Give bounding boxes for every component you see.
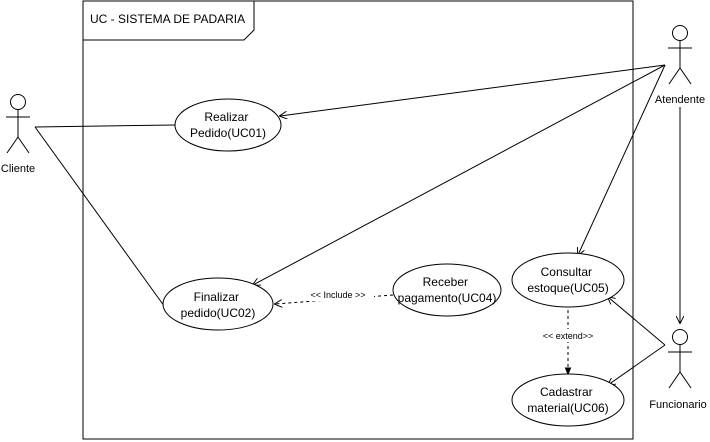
- extend-label-bg: [534, 329, 602, 342]
- uc04-line1: Receber: [423, 275, 468, 289]
- uc01-line1: Realizar: [204, 110, 248, 124]
- uc05-line2: estoque(UC05): [527, 281, 608, 295]
- use-case-uc02[interactable]: Finalizar pedido(UC02): [162, 277, 274, 331]
- actor-head-icon: [672, 329, 688, 345]
- uc01-line2: Pedido(UC01): [190, 126, 266, 140]
- assoc-cliente-uc02: [34, 126, 168, 311]
- system-boundary: UC - SISTEMA DE PADARIA: [82, 0, 634, 440]
- actor-atendente-label: Atendente: [655, 94, 705, 106]
- svg-text:Consultar estoque(UC05): Consultar estoque(UC05): [527, 265, 608, 295]
- use-case-uc04[interactable]: Receber pagamento(UC04): [392, 263, 502, 317]
- actor-funcionario-label: Funcionario: [649, 399, 706, 411]
- actor-cliente[interactable]: [6, 94, 30, 154]
- actor-head-icon: [672, 25, 688, 41]
- svg-text:Realizar Pedido(UC01): Realizar Pedido(UC01): [190, 110, 266, 140]
- system-title: UC - SISTEMA DE PADARIA: [90, 12, 245, 26]
- assoc-atendente-uc05: [578, 64, 666, 255]
- uc04-line2: pagamento(UC04): [398, 291, 497, 305]
- include-label-bg: [302, 288, 374, 301]
- actor-funcionario[interactable]: [668, 329, 692, 389]
- svg-text:Receber pagamento(UC04): Receber pagamento(UC04): [398, 275, 497, 305]
- actor-head-icon: [10, 94, 26, 110]
- extend-label: << extend>>: [543, 331, 594, 341]
- actor-cliente-label: Cliente: [1, 163, 35, 175]
- uc02-line1: Finalizar: [194, 290, 239, 304]
- connectors: [34, 64, 680, 385]
- svg-text:Finalizar pedido(UC02): Finalizar pedido(UC02): [181, 290, 256, 320]
- assoc-funcionario-uc06: [608, 344, 666, 385]
- actor-atendente[interactable]: [668, 25, 692, 85]
- assoc-funcionario-uc05: [608, 297, 666, 346]
- assoc-cliente-uc01: [34, 124, 176, 128]
- svg-text:Cadastrar material(UC06): Cadastrar material(UC06): [527, 385, 608, 415]
- assoc-atendente-uc02: [253, 64, 666, 285]
- uc06-line1: Cadastrar: [540, 385, 593, 399]
- uc05-line1: Consultar: [541, 265, 592, 279]
- include-label: << Include >>: [310, 290, 365, 300]
- use-case-uc01[interactable]: Realizar Pedido(UC01): [174, 98, 282, 152]
- uc02-line2: pedido(UC02): [181, 306, 256, 320]
- uc06-line2: material(UC06): [527, 401, 608, 415]
- use-case-uc06[interactable]: Cadastrar material(UC06): [511, 373, 625, 427]
- use-case-uc05[interactable]: Consultar estoque(UC05): [511, 252, 625, 308]
- assoc-atendente-uc01: [280, 64, 666, 116]
